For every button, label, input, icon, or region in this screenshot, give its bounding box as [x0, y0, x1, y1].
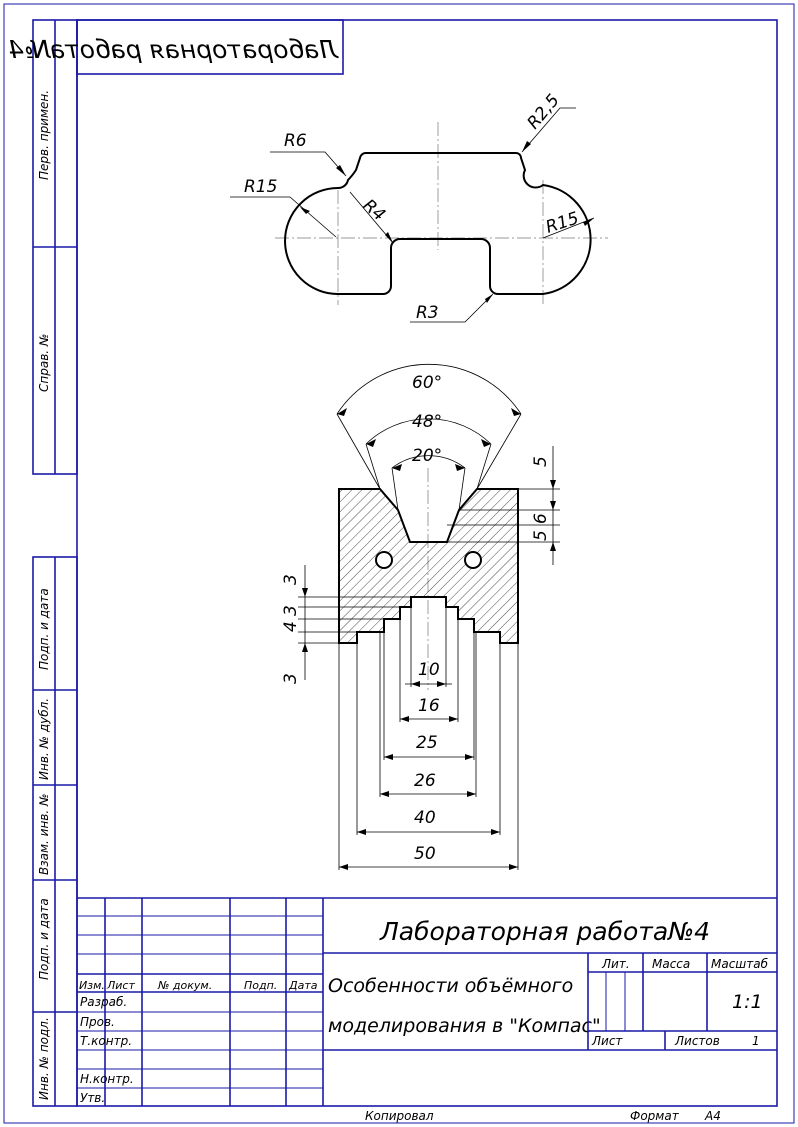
side-label-inv-podl: Инв. № подл.: [37, 1017, 51, 1100]
row-razrab: Разраб.: [80, 995, 127, 1009]
dim-25: 25: [416, 733, 438, 753]
row-prov: Пров.: [80, 1015, 115, 1029]
side-label-podp-data-1: Подп. и дата: [37, 588, 51, 670]
row-utv: Утв.: [80, 1091, 105, 1105]
sheet-label: Лист: [591, 1034, 623, 1048]
dim-3-bottom: 3: [281, 673, 301, 684]
format-label: Формат: [630, 1109, 680, 1123]
work-title: Лабораторная работа№4: [379, 917, 710, 946]
side-label-podp-data-2: Подп. и дата: [37, 898, 51, 980]
header-izm: Изм.: [79, 979, 105, 992]
row-nkontr: Н.контр.: [80, 1072, 134, 1086]
angle-20: 20°: [412, 446, 442, 466]
dim-10: 10: [418, 660, 440, 680]
dim-5-top: 5: [531, 456, 551, 467]
dim-r4: R4: [359, 196, 389, 226]
dim-3-mid: 3: [281, 605, 301, 616]
side-label-inv-dubl: Инв. № дубл.: [37, 698, 51, 780]
sheets-label: Листов: [674, 1034, 720, 1048]
dim-3-top: 3: [281, 574, 301, 585]
copied-label: Копировал: [365, 1109, 434, 1123]
subtitle-line2: моделирования в "Компас": [328, 1015, 601, 1037]
section-view: 60° 48° 20° 5 6 5 3 4 3 3: [281, 363, 560, 870]
scale-label: Масштаб: [711, 957, 769, 971]
section-hole-left: [375, 551, 393, 569]
side-label-sprav-no: Справ. №: [37, 334, 51, 392]
dim-6: 6: [531, 513, 551, 524]
dim-4: 4: [281, 621, 301, 632]
section-hole-right: [464, 551, 482, 569]
dim-r2-5: R2,5: [524, 91, 564, 134]
side-label-perv-primen: Перв. примен.: [37, 90, 51, 180]
mirrored-title: Лабораторная работа№4: [8, 35, 339, 64]
header-date: Дата: [288, 979, 318, 992]
header-doc: № докум.: [157, 979, 212, 992]
dim-r6: R6: [284, 131, 307, 151]
scale-value: 1:1: [732, 991, 763, 1013]
footer: Копировал Формат A4: [365, 1109, 721, 1123]
dim-40: 40: [414, 808, 436, 828]
sheet-border: [3, 3, 795, 1124]
header-sign: Подп.: [244, 979, 277, 992]
sheets-value: 1: [752, 1034, 760, 1048]
top-view: R6 R2,5 R15 R4 R15 R3: [230, 91, 608, 323]
dim-r15-left: R15: [244, 177, 277, 197]
dim-26: 26: [414, 771, 436, 791]
mass-label: Масса: [652, 957, 690, 971]
header-list: Лист: [106, 979, 135, 992]
top-view-outline: [284, 151, 592, 295]
mirrored-stamp: Лабораторная работа№4: [8, 19, 344, 75]
angle-60: 60°: [412, 373, 442, 393]
dim-16: 16: [418, 696, 440, 716]
side-label-vzam-inv: Взам. инв. №: [37, 794, 51, 875]
side-columns: Перв. примен. Справ. № Подп. и дата Инв.…: [32, 19, 78, 1107]
lit-label: Лит.: [601, 957, 630, 971]
row-tkontr: Т.контр.: [80, 1034, 132, 1048]
dim-50: 50: [414, 844, 436, 864]
dim-r3: R3: [416, 303, 439, 323]
dim-5: 5: [531, 530, 551, 541]
section-hatch: [339, 489, 518, 643]
subtitle-line1: Особенности объёмного: [328, 975, 573, 997]
format-value: A4: [704, 1109, 721, 1123]
dim-r15-right: R15: [543, 208, 581, 237]
angle-48: 48°: [412, 412, 442, 432]
title-block: Изм. Лист № докум. Подп. Дата Разраб. Пр…: [77, 897, 777, 1106]
